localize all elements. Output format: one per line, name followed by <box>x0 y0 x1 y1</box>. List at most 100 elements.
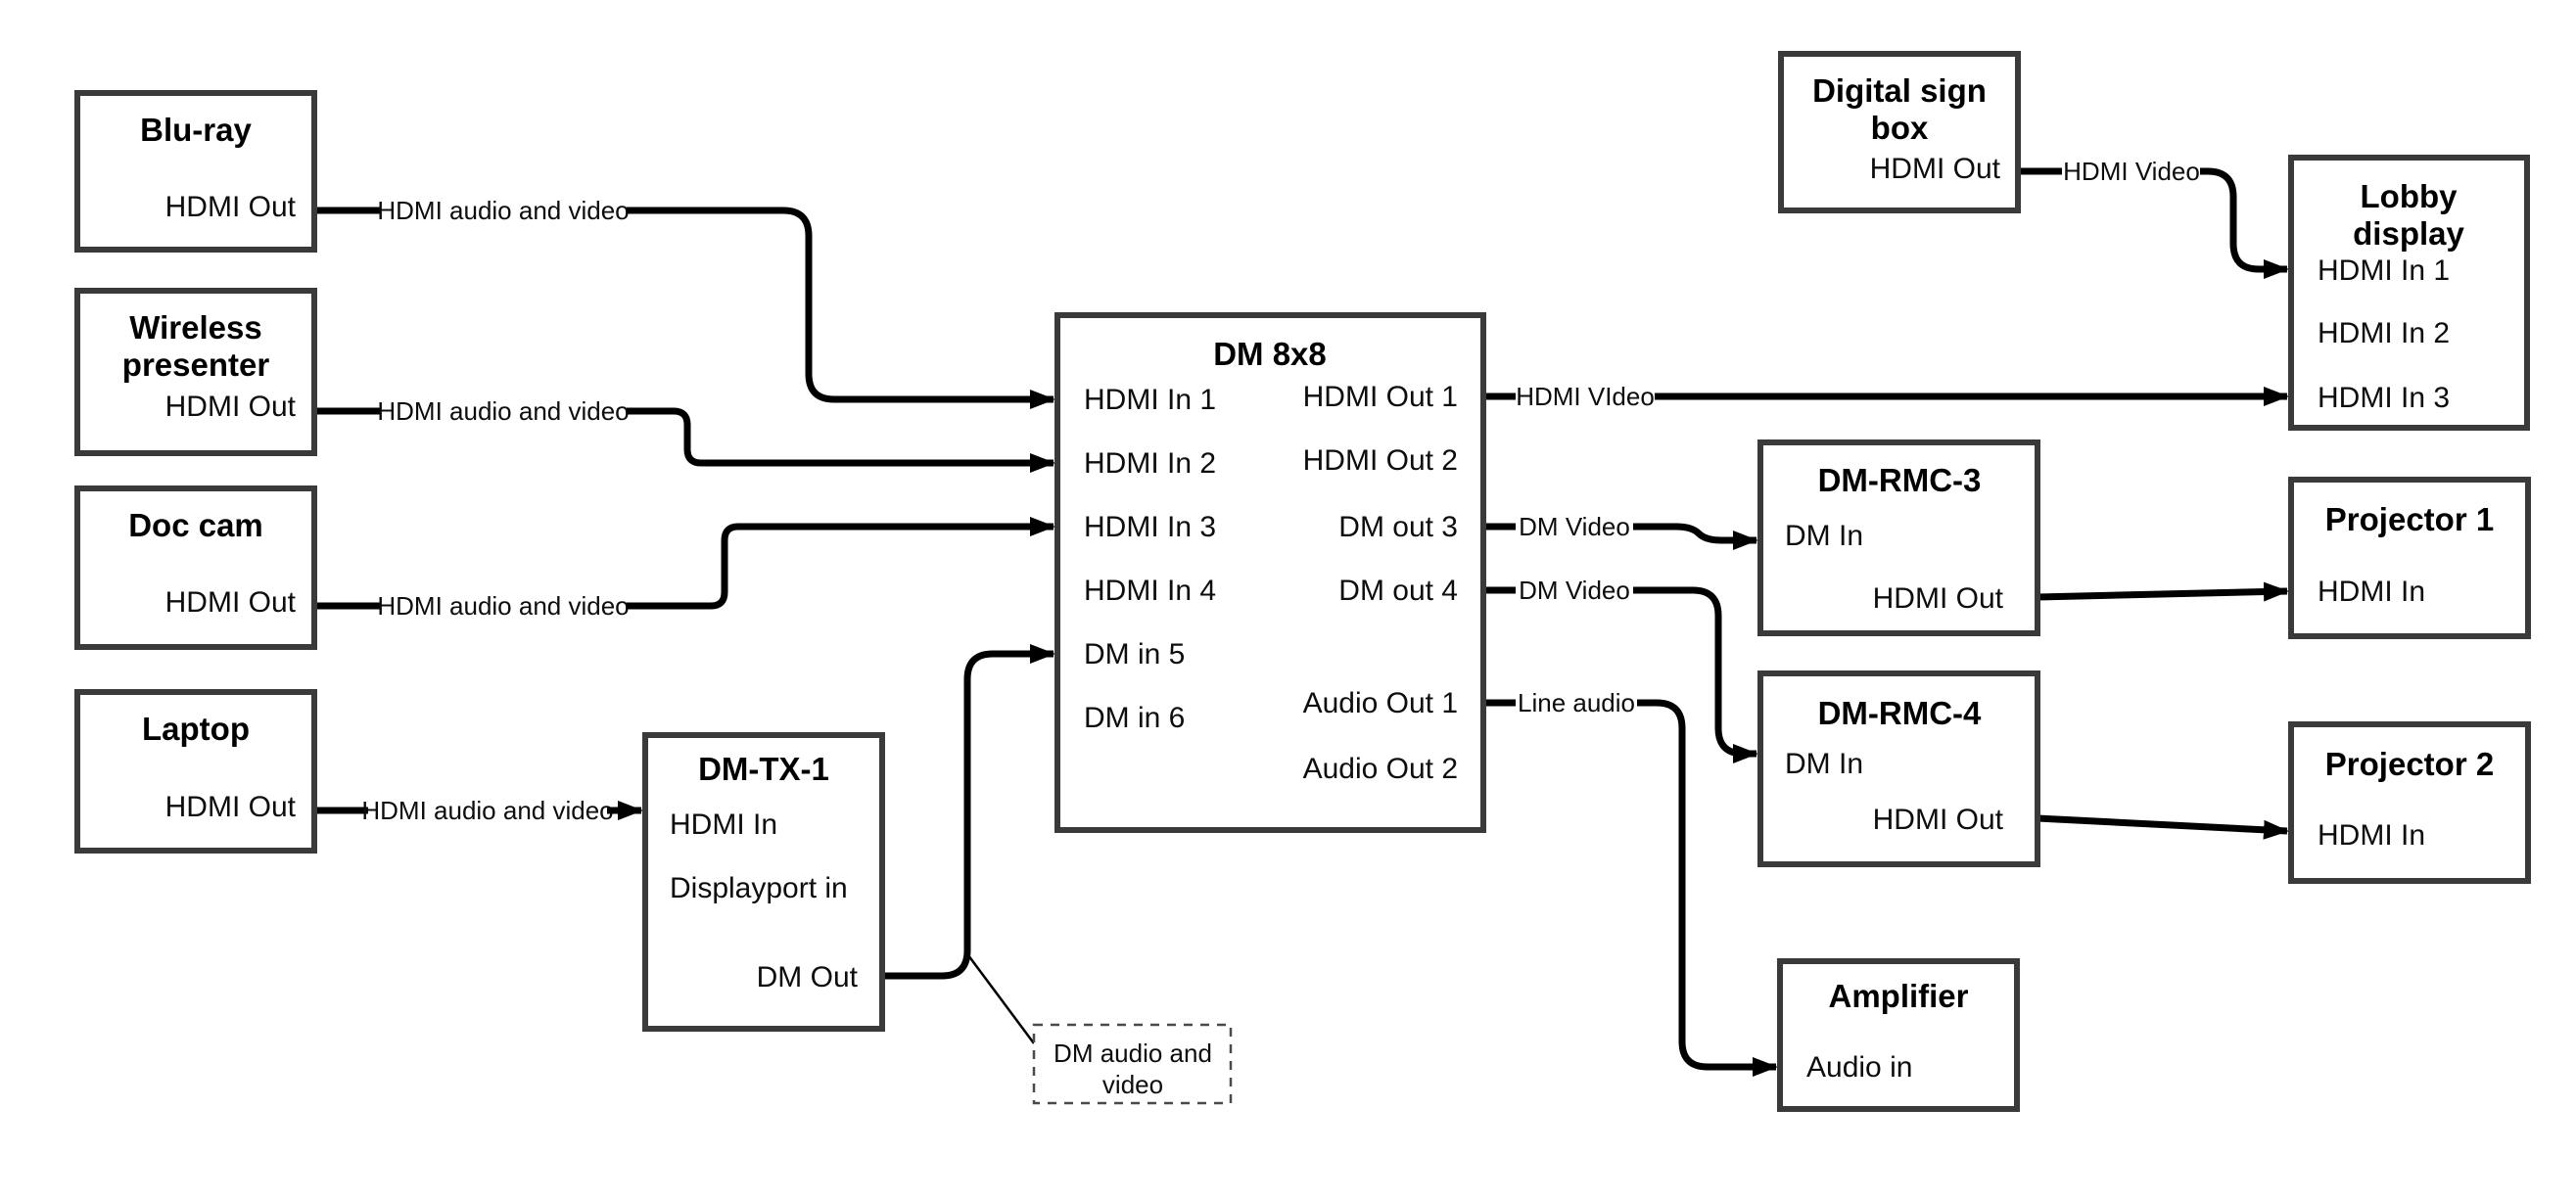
blu-ray-port-hdmi-out: HDMI Out <box>165 191 297 223</box>
amplifier-box <box>1777 958 2020 1112</box>
node-projector-1: Projector 1 HDMI In <box>2288 477 2531 639</box>
edge-label: HDMI Video <box>2063 157 2200 186</box>
dm-rmc-3-port-dm-in: DM In <box>1785 520 1863 552</box>
projector-1-box <box>2288 477 2531 639</box>
wire-segment <box>2037 581 2289 602</box>
digital-sign-box <box>1778 51 2021 213</box>
node-blu-ray: Blu-ray HDMI Out <box>74 90 317 253</box>
edge-label: HDMI audio and video <box>377 396 629 426</box>
edge-label: HDMI VIdeo <box>1516 382 1655 411</box>
wire-segment <box>627 207 1055 409</box>
wire-segment <box>627 407 1055 473</box>
wire-segment <box>2037 814 2289 840</box>
wireless-presenter-port-hdmi-out: HDMI Out <box>165 391 297 423</box>
dm-8x8-port-hdmi-in-4: HDMI In 4 <box>1084 575 1216 607</box>
edge-wireless-presenter-to-dm8x8-hdmi-in-2: HDMI audio and video <box>314 396 1055 473</box>
dm-rmc-3-box <box>1757 439 2040 636</box>
wireless-presenter-title-line1: Wireless <box>129 309 261 346</box>
lobby-display-title-line1: Lobby <box>2361 178 2459 214</box>
laptop-box <box>74 689 317 854</box>
digital-sign-port-hdmi-out: HDMI Out <box>1870 153 2001 185</box>
callout-box <box>1032 1023 1233 1105</box>
dm-rmc-4-port-hdmi-out: HDMI Out <box>1873 804 2004 836</box>
dm-rmc-4-box <box>1757 670 2040 867</box>
node-wireless-presenter: Wireless presenter HDMI Out <box>74 288 317 456</box>
node-digital-sign-box: Digital sign box HDMI Out <box>1778 51 2021 213</box>
dm-tx-1-port-dm-out: DM Out <box>757 961 859 993</box>
wireless-presenter-box <box>74 288 317 456</box>
wireless-presenter-title-line2: presenter <box>122 346 270 383</box>
callout-text-line2: video <box>1102 1070 1163 1099</box>
projector-1-title: Projector 1 <box>2325 501 2494 537</box>
edge-label: HDMI audio and video <box>377 196 629 225</box>
callout-text-line1: DM audio and <box>1054 1039 1212 1068</box>
dm-8x8-port-dm-in-5: DM in 5 <box>1084 638 1185 670</box>
lobby-display-port-hdmi-in-1: HDMI In 1 <box>2318 254 2450 287</box>
lobby-display-port-hdmi-in-2: HDMI In 2 <box>2318 317 2450 349</box>
edge-dm-rmc-4-to-projector-2 <box>2037 814 2289 840</box>
projector-2-box <box>2288 721 2531 884</box>
doc-cam-title: Doc cam <box>128 507 263 543</box>
edge-label: HDMI audio and video <box>361 796 613 825</box>
dm-rmc-3-port-hdmi-out: HDMI Out <box>1873 582 2004 615</box>
dm-8x8-port-hdmi-in-2: HDMI In 2 <box>1084 447 1216 480</box>
callout-leader-line <box>966 954 1036 1044</box>
amplifier-port-audio-in: Audio in <box>1806 1051 1912 1084</box>
wire-segment <box>1637 699 1778 1077</box>
wire-segment <box>1633 523 1758 550</box>
dm-8x8-port-audio-out-1: Audio Out 1 <box>1303 687 1458 719</box>
blu-ray-title: Blu-ray <box>140 112 252 148</box>
edge-label: DM Video <box>1519 576 1630 605</box>
node-laptop: Laptop HDMI Out <box>74 689 317 854</box>
edge-dm8x8-dm-out-3-to-dm-rmc-3: DM Video <box>1483 512 1758 550</box>
node-dm-rmc-4: DM-RMC-4 DM In HDMI Out <box>1757 670 2040 867</box>
digital-sign-title-line1: Digital sign <box>1812 72 1987 109</box>
dm-8x8-port-dm-out-4: DM out 4 <box>1338 575 1458 607</box>
projector-2-port-hdmi-in: HDMI In <box>2318 819 2425 852</box>
node-lobby-display: Lobby display HDMI In 1 HDMI In 2 HDMI I… <box>2288 155 2530 431</box>
dm-tx-1-port-hdmi-in: HDMI In <box>670 808 777 841</box>
laptop-title: Laptop <box>142 711 250 747</box>
dm-8x8-port-dm-in-6: DM in 6 <box>1084 702 1185 734</box>
dm-rmc-3-title: DM-RMC-3 <box>1818 462 1982 498</box>
dm-8x8-box <box>1054 312 1486 833</box>
edge-dm8x8-hdmi-out-1-to-lobby-hdmi-in-3: HDMI VIdeo <box>1483 382 2289 411</box>
laptop-port-hdmi-out: HDMI Out <box>165 791 297 823</box>
projector-1-port-hdmi-in: HDMI In <box>2318 576 2425 608</box>
dm-8x8-port-hdmi-out-2: HDMI Out 2 <box>1303 444 1458 477</box>
dm-tx-1-box <box>642 732 885 1032</box>
dm-8x8-port-dm-out-3: DM out 3 <box>1338 511 1458 543</box>
node-projector-2: Projector 2 HDMI In <box>2288 721 2531 884</box>
edge-label: DM Video <box>1519 512 1630 541</box>
node-dm-8x8: DM 8x8 HDMI In 1 HDMI In 2 HDMI In 3 HDM… <box>1054 312 1486 833</box>
edge-laptop-to-dm-tx-1-hdmi-in: HDMI audio and video <box>314 796 643 825</box>
dm-tx-1-port-displayport-in: Displayport in <box>670 872 848 904</box>
edge-doc-cam-to-dm8x8-hdmi-in-3: HDMI audio and video <box>314 517 1055 621</box>
lobby-display-port-hdmi-in-3: HDMI In 3 <box>2318 382 2450 414</box>
dm-rmc-4-title: DM-RMC-4 <box>1818 695 1982 731</box>
node-amplifier: Amplifier Audio in <box>1777 958 2020 1112</box>
wire-segment <box>2200 167 2289 279</box>
amplifier-title: Amplifier <box>1828 978 1968 1014</box>
lobby-display-box <box>2288 155 2530 431</box>
dm-8x8-port-hdmi-in-3: HDMI In 3 <box>1084 511 1216 543</box>
lobby-display-title-line2: display <box>2353 215 2464 252</box>
edge-digital-sign-to-lobby-hdmi-in-1: HDMI Video <box>2018 157 2289 279</box>
dm-8x8-port-hdmi-in-1: HDMI In 1 <box>1084 384 1216 416</box>
blu-ray-box <box>74 90 317 253</box>
wire-segment <box>882 644 1055 980</box>
dm-tx-1-title: DM-TX-1 <box>698 751 829 787</box>
node-dm-tx-1: DM-TX-1 HDMI In Displayport in DM Out <box>642 732 885 1032</box>
edge-dm8x8-dm-out-4-to-dm-rmc-4: DM Video <box>1483 576 1758 763</box>
digital-sign-title-line2: box <box>1871 110 1929 146</box>
node-doc-cam: Doc cam HDMI Out <box>74 485 317 650</box>
doc-cam-port-hdmi-out: HDMI Out <box>165 586 297 619</box>
edge-label: Line audio <box>1518 688 1635 717</box>
projector-2-title: Projector 2 <box>2325 746 2494 782</box>
dm-8x8-title: DM 8x8 <box>1213 336 1327 372</box>
dm-8x8-port-hdmi-out-1: HDMI Out 1 <box>1303 381 1458 413</box>
dm-8x8-port-audio-out-2: Audio Out 2 <box>1303 753 1458 785</box>
doc-cam-box <box>74 485 317 650</box>
